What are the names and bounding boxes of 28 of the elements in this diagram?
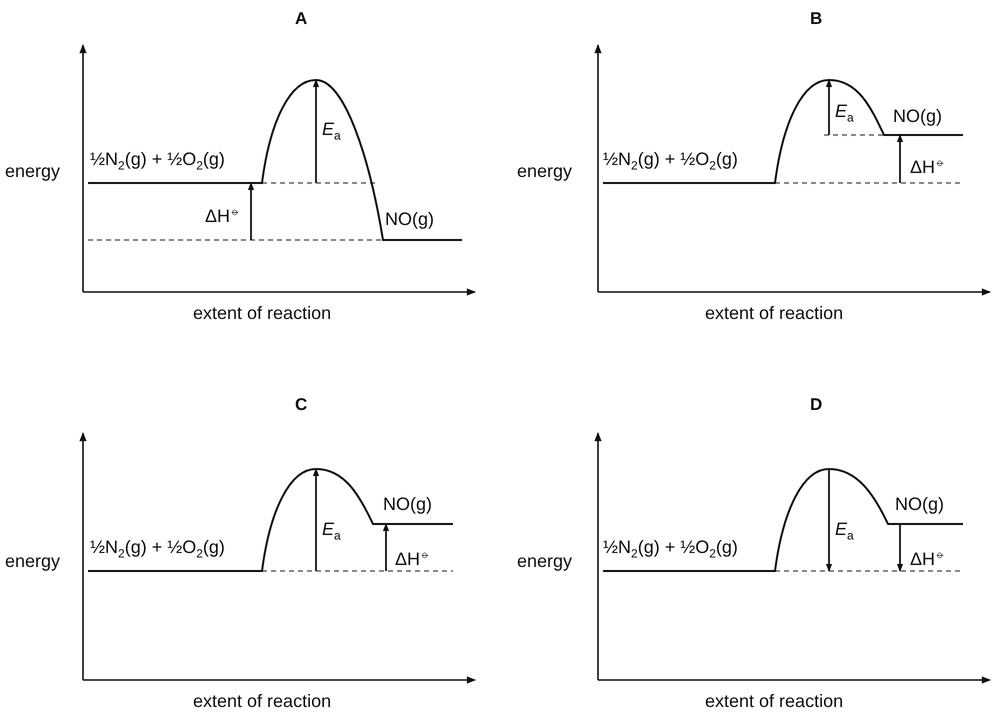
activation-energy-label: E$_{a}$ <box>835 100 854 127</box>
reactants-label: ½N$_{2}$(g) + ½O$_{2}$(g) <box>603 536 738 563</box>
axis-label: extent of reaction <box>193 302 332 324</box>
activation-energy-label: E$_{a}$ <box>322 518 341 545</box>
reactants-label: ½N$_{2}$(g) + ½O$_{2}$(g) <box>90 536 225 563</box>
product-label: NO(g) <box>385 208 434 230</box>
enthalpy-change-label: ΔH$^{⦵}$ <box>395 546 430 570</box>
enthalpy-change-label: ΔH$^{⦵}$ <box>910 546 946 570</box>
product-label: NO(g) <box>383 493 432 515</box>
axis-label: extent of reaction <box>705 690 844 712</box>
reactants-label: ½N$_{2}$(g) + ½O$_{2}$(g) <box>603 148 738 175</box>
panel-letter: C <box>295 394 308 416</box>
reactants-label: ½N$_{2}$(g) + ½O$_{2}$(g) <box>90 148 225 175</box>
axis-label: energy <box>517 160 572 182</box>
panel-letter: D <box>810 394 822 416</box>
axis-label: energy <box>5 160 60 182</box>
axis-label: energy <box>517 550 572 572</box>
activation-energy-label: E$_{a}$ <box>835 518 854 545</box>
axis-label: energy <box>5 550 60 572</box>
enthalpy-change-label: ΔH$^{⦵}$ <box>910 154 946 178</box>
axis-label: extent of reaction <box>705 302 844 324</box>
activation-energy-label: E$_{a}$ <box>322 118 341 145</box>
enthalpy-change-label: ΔH$^{⦵}$ <box>205 203 240 227</box>
product-label: NO(g) <box>895 493 944 515</box>
panel-letter: A <box>295 8 308 30</box>
axis-label: extent of reaction <box>193 690 332 712</box>
product-label: NO(g) <box>893 105 942 127</box>
panel-letter: B <box>810 8 822 30</box>
